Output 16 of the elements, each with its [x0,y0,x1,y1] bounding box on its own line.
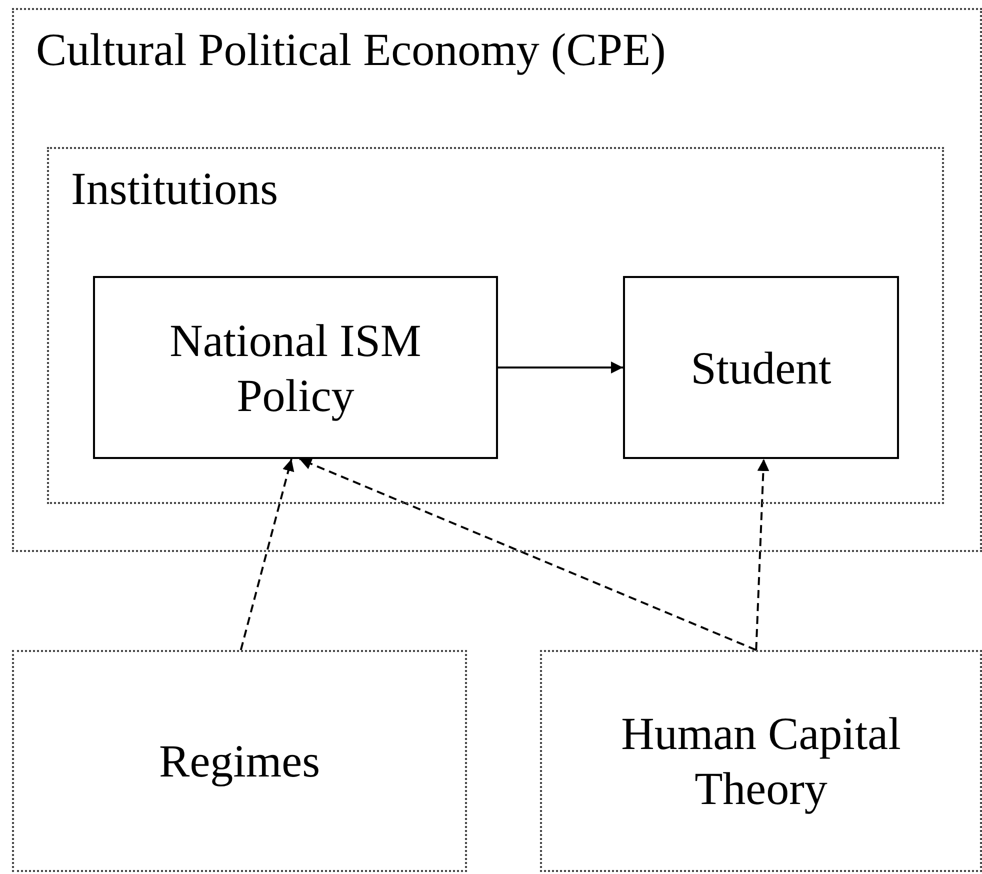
process-box [623,276,899,459]
box-label: Student [690,340,832,395]
process-box [93,276,498,459]
arrow [498,362,623,374]
frame-heading: Cultural Political Economy (CPE) [36,24,666,77]
box-label: National ISM Policy [168,313,422,423]
arrow [299,458,757,651]
group-box [47,147,944,504]
group-heading: Institutions [71,163,278,216]
concept-box [540,650,982,872]
arrow [755,458,770,650]
concept-box [12,650,467,872]
box-label: Human Capital Theory [620,706,902,816]
frame-box [12,8,982,552]
box-label: Regimes [159,734,320,788]
arrow [240,458,294,650]
